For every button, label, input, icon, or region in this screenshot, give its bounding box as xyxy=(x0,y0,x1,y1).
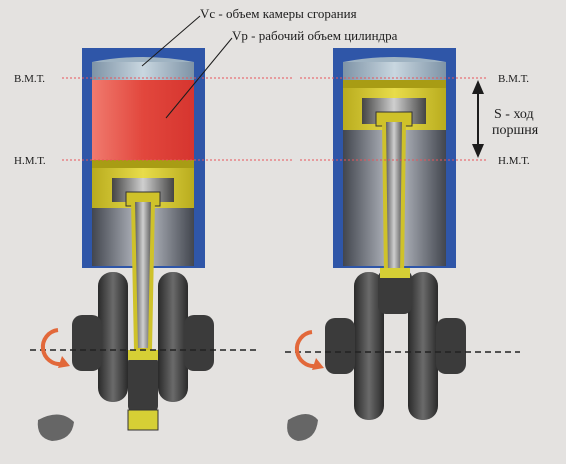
crankshaft-right xyxy=(325,268,466,420)
gray-blob-left xyxy=(37,414,74,441)
engine-right xyxy=(285,48,520,441)
tdc-label-right: В.М.Т. xyxy=(498,73,529,85)
stroke-label-line1: S - ход xyxy=(494,107,534,122)
combustion-chamber-left xyxy=(92,62,194,80)
bdc-label-right: Н.М.Т. xyxy=(498,155,530,167)
working-volume-left xyxy=(92,80,194,160)
engine-left xyxy=(30,48,260,441)
bdc-label-left: Н.М.Т. xyxy=(14,155,46,167)
tdc-label-left: В.М.Т. xyxy=(14,73,45,85)
gray-blob-right xyxy=(287,414,318,441)
rotation-arrow-icon xyxy=(294,330,324,370)
connecting-rod-right xyxy=(381,118,407,277)
vp-label: Vp - рабочий объем цилиндра xyxy=(232,28,398,43)
vp-leader-line xyxy=(165,37,233,119)
crankshaft-left xyxy=(72,272,214,431)
combustion-chamber-right xyxy=(343,62,446,80)
stroke-label-line2: поршня xyxy=(492,123,539,138)
vc-label: Vc - объем камеры сгорания xyxy=(200,6,357,21)
rotation-arrow-icon xyxy=(40,328,70,368)
double-arrow-icon xyxy=(472,80,484,158)
vc-leader-line xyxy=(141,15,201,67)
connecting-rod-left xyxy=(130,198,156,352)
